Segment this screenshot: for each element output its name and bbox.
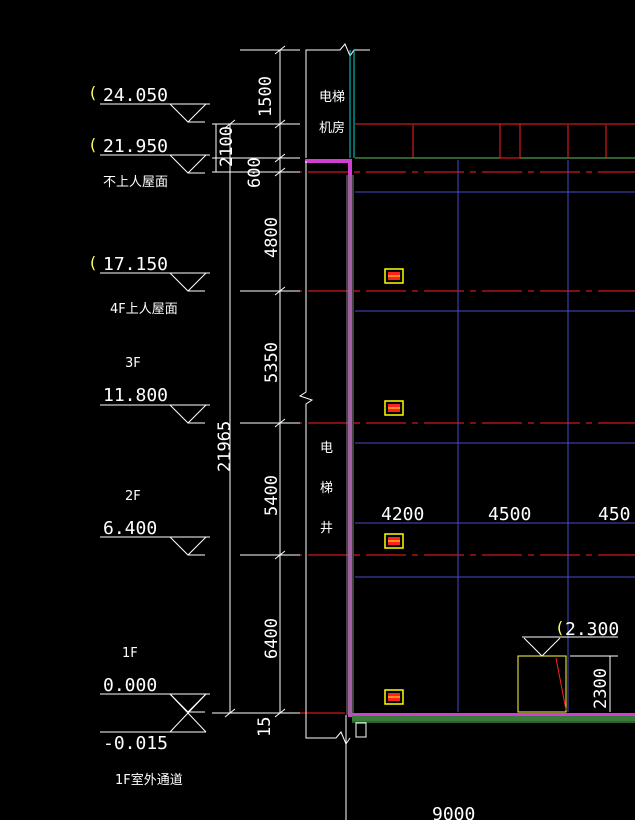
level-marker: [100, 154, 210, 174]
paren-mark: (: [555, 618, 565, 637]
level-marker-ground: [100, 693, 207, 733]
level-marker: [100, 404, 210, 424]
text-labels: ( ( ( 24.050 21.950 不上人屋面 17.150 4F上人屋面 …: [88, 76, 631, 820]
level-value-7: -0.015: [103, 733, 168, 754]
machine-room: [305, 43, 370, 158]
paren-mark: (: [88, 253, 98, 272]
dim-segment-6: 5400: [262, 475, 282, 516]
bottom-span-label: 9000: [432, 804, 475, 820]
level-value-6: 0.000: [103, 675, 157, 696]
dim-segment-1: 1500: [256, 76, 276, 117]
dim-segment-8: 15: [255, 717, 275, 737]
window-height-dim: 2300: [591, 668, 611, 709]
level-marker: [100, 272, 210, 292]
vertical-grid: [412, 123, 607, 712]
window-opening: [517, 636, 618, 713]
dim-segment-5: 5350: [262, 342, 282, 383]
dim-segment-4: 4800: [262, 217, 282, 258]
level-label-6: 1F: [122, 646, 138, 661]
level-value-1: 24.050: [103, 85, 168, 106]
call-indicators: [384, 268, 404, 705]
call-indicator-icon: [384, 533, 404, 549]
call-indicator-icon: [384, 268, 404, 284]
call-indicator-icon: [384, 400, 404, 416]
level-label-5: 2F: [125, 489, 141, 504]
span-label-1: 4200: [381, 504, 424, 525]
level-label-3: 4F上人屋面: [110, 302, 178, 317]
machine-room-label-1: 电梯: [319, 90, 345, 105]
level-label-7: 1F室外通道: [115, 772, 183, 788]
paren-mark: (: [88, 83, 98, 102]
span-label-3: 450: [598, 504, 631, 525]
dim-segment-2: 2100: [217, 126, 237, 167]
elevator-shaft: [298, 159, 635, 820]
level-value-5: 6.400: [103, 518, 157, 539]
window-level-value: 2.300: [565, 619, 619, 640]
shaft-label-1: 电: [320, 441, 333, 456]
span-label-2: 4500: [488, 504, 531, 525]
level-label-4: 3F: [125, 356, 141, 371]
level-label-2: 不上人屋面: [103, 175, 168, 190]
level-marker: [100, 536, 210, 556]
paren-mark: (: [88, 135, 98, 154]
level-marker: [100, 693, 210, 713]
dim-total: 21965: [215, 421, 235, 472]
shaft-label-2: 梯: [320, 481, 333, 496]
level-value-4: 11.800: [103, 385, 168, 406]
level-marker: [100, 103, 210, 123]
level-markers: [100, 103, 210, 733]
dimension-chain: [212, 45, 300, 718]
dim-segment-3: 600: [245, 157, 265, 188]
shaft-label-3: 井: [320, 521, 333, 536]
level-value-2: 21.950: [103, 136, 168, 157]
dim-segment-7: 6400: [262, 618, 282, 659]
machine-room-label-2: 机房: [319, 120, 345, 136]
level-value-3: 17.150: [103, 254, 168, 275]
call-indicator-icon: [384, 689, 404, 705]
